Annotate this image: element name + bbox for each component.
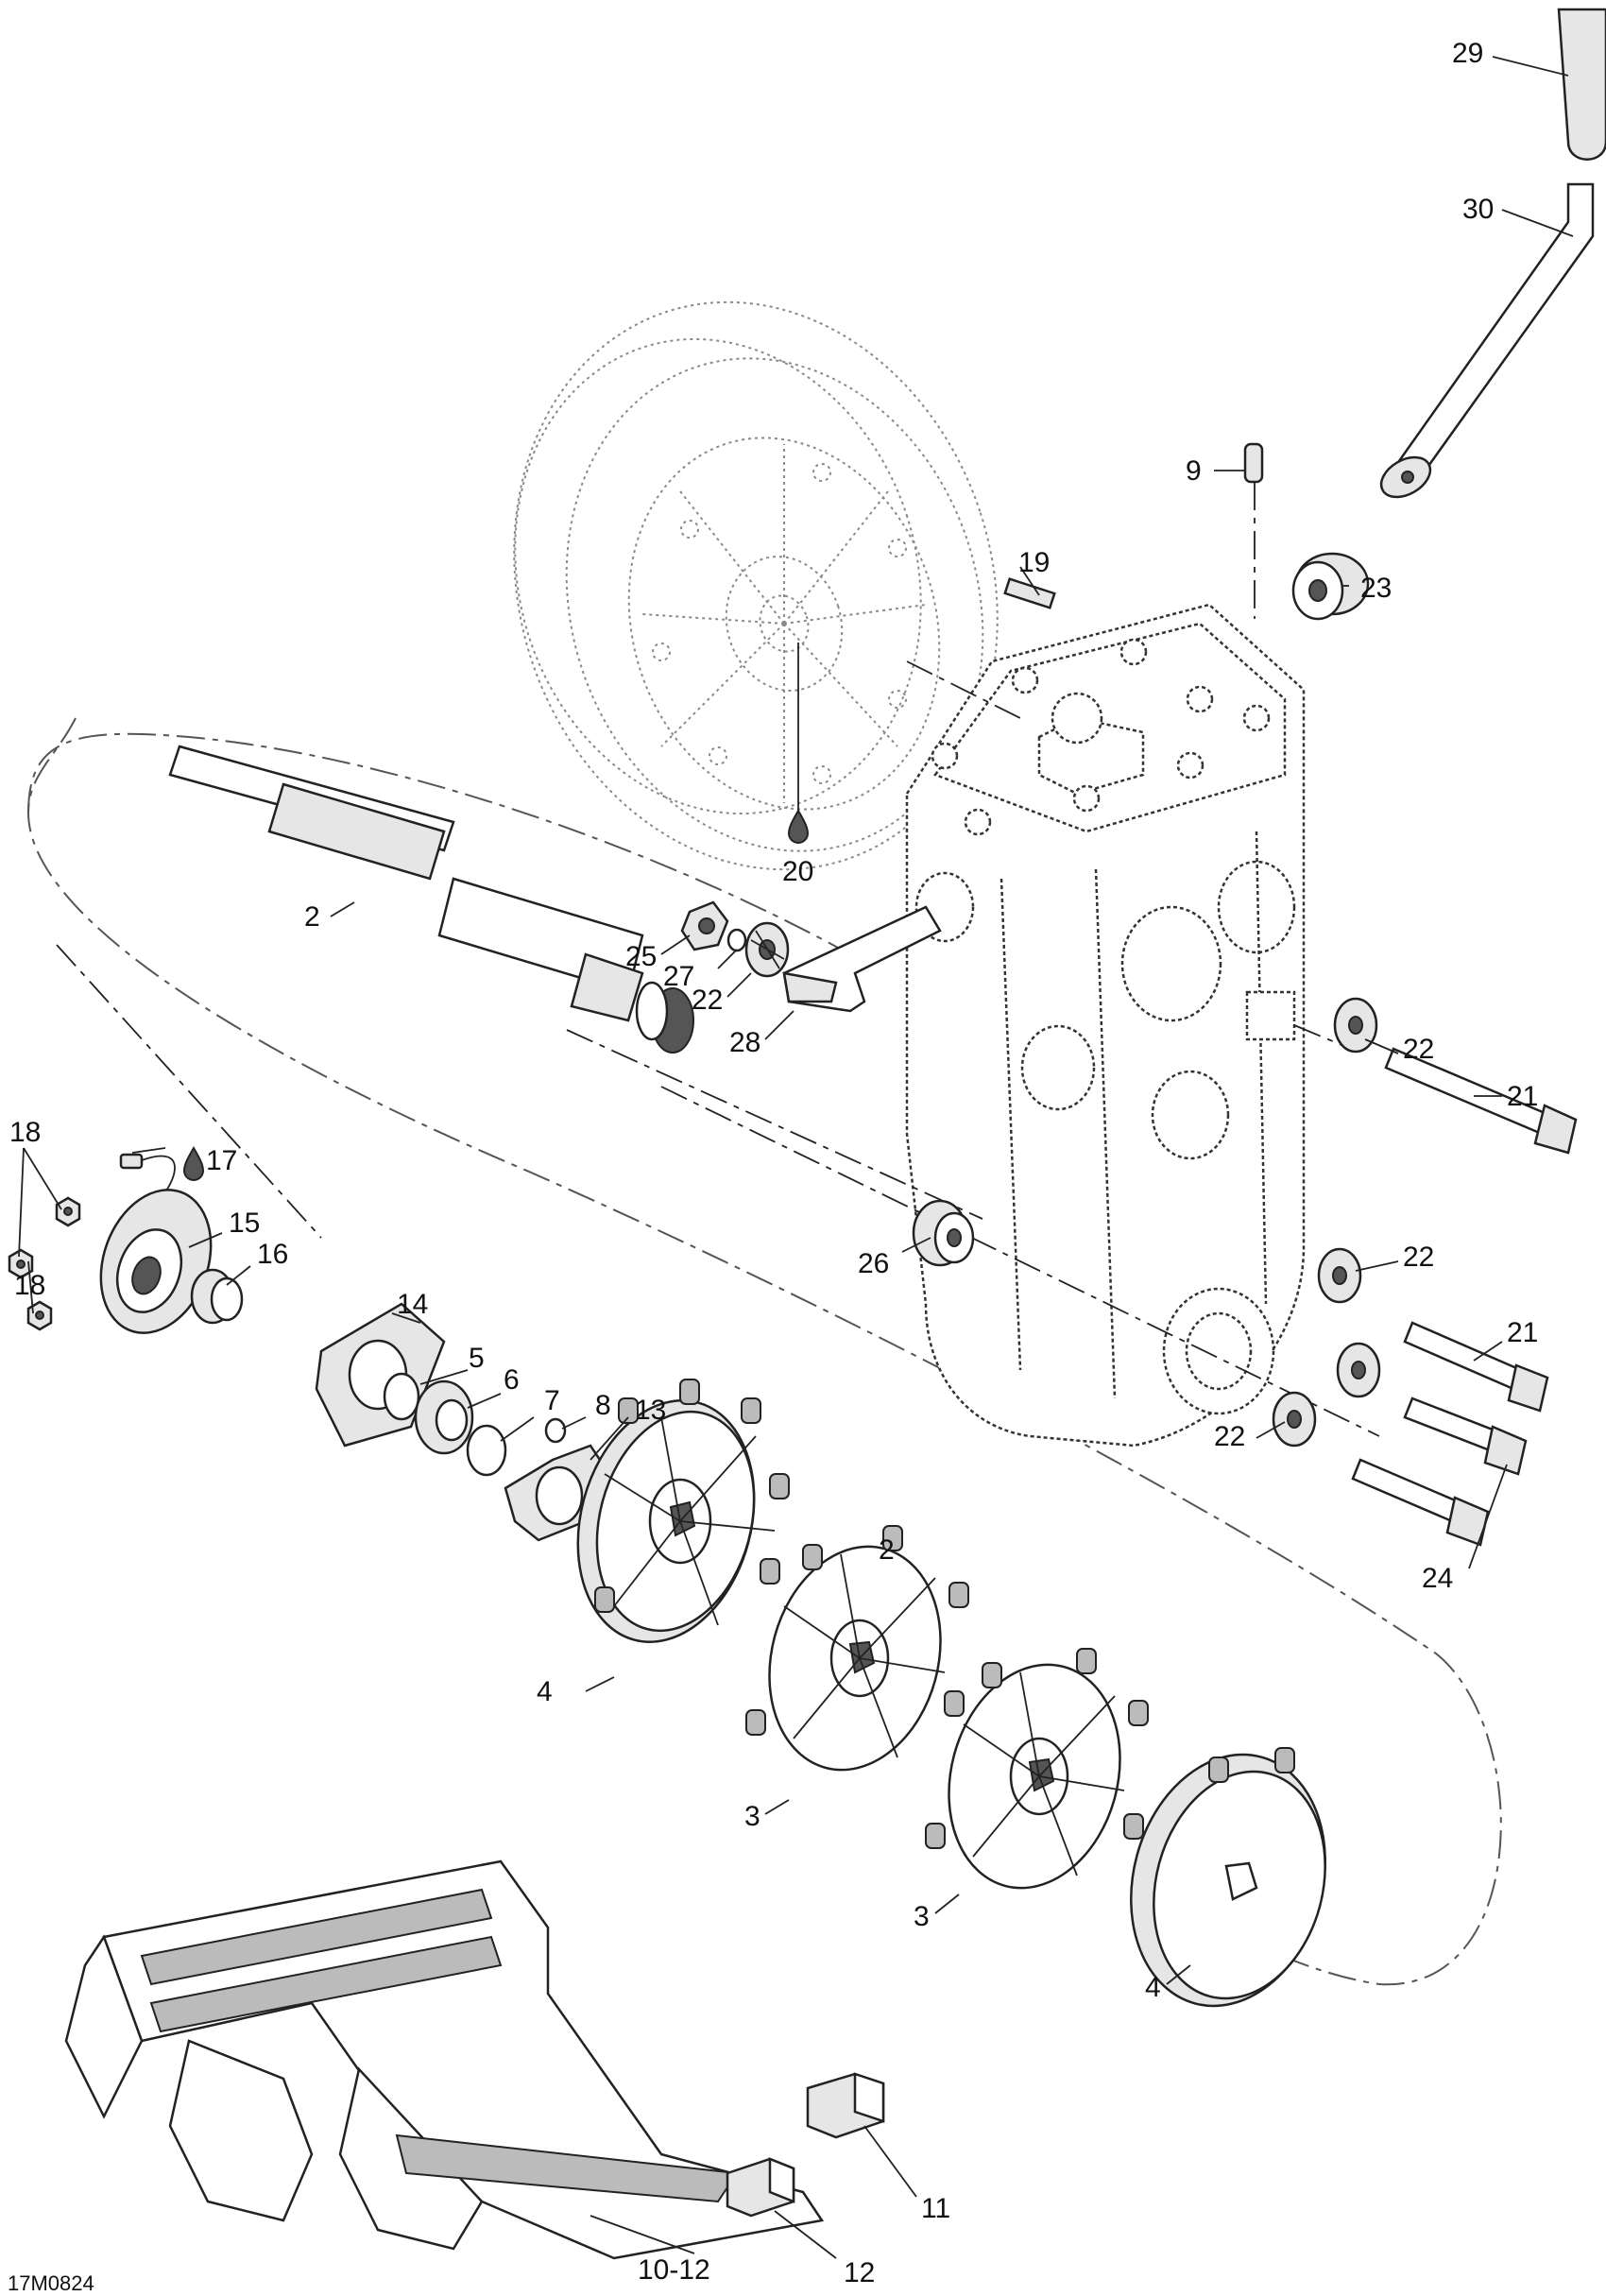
outer-sprocket-right: [1130, 1753, 1326, 2008]
bolt-lower-b: [1351, 1458, 1490, 1547]
callout-2-shaft: 2: [304, 901, 320, 933]
callout-19: 19: [1018, 547, 1050, 578]
bolt-middle: [1403, 1321, 1549, 1413]
track-clip-11: [806, 2072, 885, 2139]
callout-4-left: 4: [537, 1676, 553, 1707]
nut-18-c: [26, 1300, 53, 1331]
outer-sprocket-left: [576, 1399, 776, 1643]
dowel-pin: [1243, 442, 1264, 484]
callout-24: 24: [1422, 1563, 1453, 1594]
bolt-upper: [1384, 1047, 1578, 1155]
drive-pulley-ghost: [513, 300, 999, 871]
callout-28: 28: [729, 1027, 760, 1058]
nut-18-b: [8, 1248, 34, 1279]
drive-belt-loop: [26, 717, 1502, 1986]
drive-bearing: [414, 1379, 474, 1455]
tensioner-fork: [782, 905, 942, 1013]
callout-30: 30: [1462, 194, 1494, 225]
woodruff-key: [1003, 577, 1056, 609]
nut-18-a: [55, 1196, 81, 1227]
callout-15: 15: [229, 1208, 260, 1239]
callout-20: 20: [782, 856, 813, 887]
callout-11: 11: [921, 2193, 950, 2224]
callout-22-middle: 22: [1403, 1242, 1434, 1273]
bolt-lower-a: [1403, 1396, 1528, 1476]
sprocket-teeth: [594, 1379, 1295, 1849]
callout-23: 23: [1360, 573, 1392, 604]
callout-10-12: 10-12: [638, 2254, 710, 2286]
lever-bushing: [1291, 552, 1370, 621]
chaincase-housing: [905, 603, 1306, 1448]
o-ring: [544, 1417, 567, 1444]
callout-14: 14: [397, 1289, 428, 1320]
drive-track: [64, 1859, 825, 2260]
bearing-housing: [99, 1189, 213, 1334]
callout-2-sprocket: 2: [879, 1534, 895, 1566]
callout-18-upper: 18: [9, 1117, 41, 1148]
retaining-ring: [383, 1372, 420, 1421]
bearing-lower-right-b: [1272, 1391, 1317, 1448]
countershaft-axis: [566, 1029, 983, 1220]
callout-5: 5: [469, 1343, 485, 1374]
callout-4-right: 4: [1145, 1972, 1161, 2003]
callout-12: 12: [844, 2257, 875, 2288]
center-sprocket-a: [768, 1545, 946, 1772]
callout-3-left: 3: [744, 1801, 760, 1832]
track-clip-12: [726, 2157, 795, 2218]
callout-29: 29: [1452, 38, 1483, 69]
callout-21-lower: 21: [1507, 1317, 1538, 1348]
callout-9: 9: [1186, 455, 1202, 487]
callout-25: 25: [625, 941, 657, 972]
callout-18-lower: 18: [14, 1270, 45, 1301]
crank-lever: [1379, 182, 1595, 499]
callout-26: 26: [858, 1248, 889, 1279]
main-axis-line: [660, 1086, 1380, 1437]
thrust-washer: [466, 1424, 507, 1477]
bearing-axis: [56, 944, 322, 1239]
oil-drop-icon-17: [182, 1146, 205, 1181]
callout-8: 8: [595, 1390, 611, 1421]
callout-6: 6: [504, 1364, 520, 1396]
handle-grip: [1557, 8, 1606, 161]
callout-21-upper: 21: [1507, 1081, 1538, 1112]
callout-22-lower: 22: [1214, 1421, 1245, 1452]
nut-washer-bearing-set: [680, 900, 790, 978]
callout-22-upper-right: 22: [1403, 1034, 1434, 1065]
callout-17: 17: [206, 1145, 237, 1176]
callout-27: 27: [663, 961, 694, 992]
callout-16: 16: [257, 1239, 288, 1270]
callout-13: 13: [635, 1395, 666, 1426]
drive-belt-upper: [27, 732, 851, 955]
bearing-upper-right: [1333, 997, 1378, 1054]
callout-leaders: [18, 56, 1574, 2259]
callout-7: 7: [544, 1385, 560, 1416]
drawing-code: 17M0824: [8, 2271, 94, 2295]
bearing-mid-right: [1317, 1247, 1362, 1304]
countershaft: [168, 745, 694, 1054]
pulley-axis: [906, 660, 1021, 719]
oil-drop-icon-20: [787, 809, 810, 844]
center-sprocket-b: [948, 1663, 1125, 1890]
callout-labels: 29 30 9 19 23 20 2 25 27 22 28 22 21 17 …: [9, 38, 1538, 2288]
spacer: [912, 1199, 975, 1267]
reluctor-wheel: [190, 1268, 244, 1325]
bearing-lower-right-a: [1336, 1342, 1381, 1398]
callout-22-upper-left: 22: [692, 985, 723, 1016]
callout-3-right: 3: [914, 1901, 930, 1932]
